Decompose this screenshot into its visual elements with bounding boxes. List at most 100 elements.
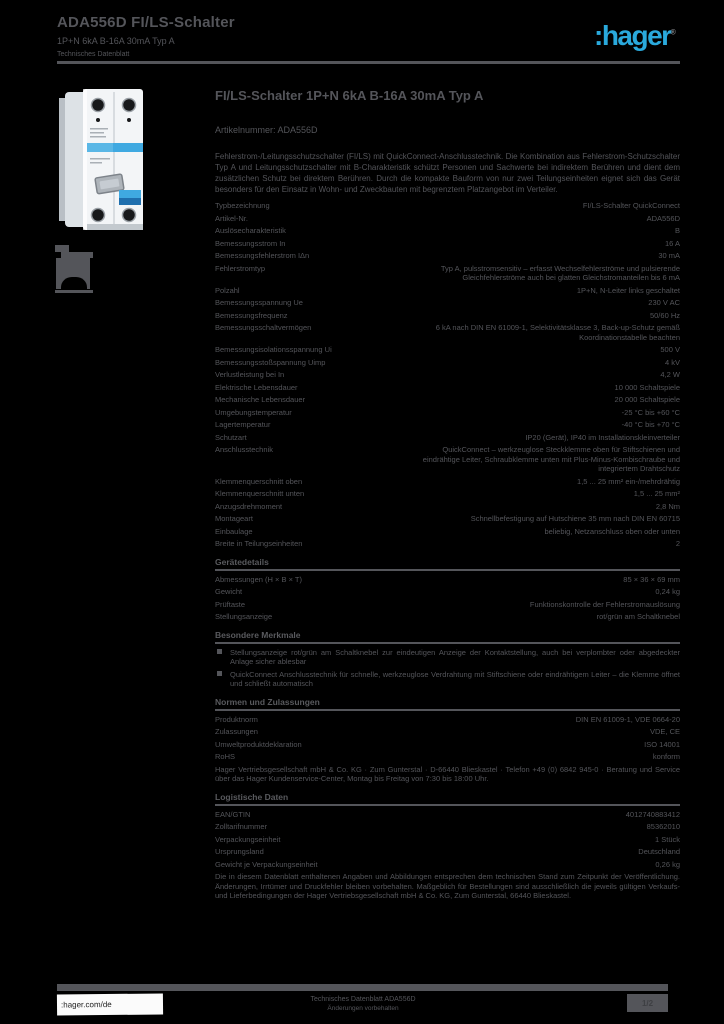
spec-row: Umweltproduktdeklaration ISO 14001	[215, 740, 680, 750]
feature-item: QuickConnect Anschlusstechnik für schnel…	[215, 670, 680, 689]
registered-mark-icon: ®	[670, 29, 676, 37]
diagram-cutout	[61, 277, 87, 301]
spec-label: Verpackungseinheit	[215, 834, 281, 844]
section-title: Normen und Zulassungen	[215, 694, 680, 711]
spec-label: Umgebungstemperatur	[215, 407, 292, 417]
spec-value: 0,24 kg	[655, 587, 680, 596]
bullet-icon	[217, 648, 222, 654]
spec-label: Schutzart	[215, 432, 247, 442]
spec-value: 2	[675, 539, 680, 548]
spec-value: 50/60 Hz	[649, 310, 680, 320]
spec-label: Bemessungsspannung Ue	[215, 298, 303, 307]
spec-value: -40 °C bis +70 °C	[621, 420, 680, 429]
footer-website-link[interactable]: :hager.com/de	[56, 993, 164, 1016]
section-title: Gerätedetails	[215, 554, 680, 571]
spec-value: 1 Stück	[654, 834, 680, 844]
spec-value: Typ A, pulsstromsensitiv – erfasst Wechs…	[440, 263, 680, 283]
spec-value: 85362010	[646, 822, 680, 831]
spec-label: Polzahl	[215, 285, 240, 295]
spec-label: Umweltproduktdeklaration	[215, 739, 302, 749]
product-description: Fehlerstrom-/Leitungsschutzschalter (FI/…	[215, 152, 680, 194]
spec-label: Stellungsanzeige	[215, 612, 273, 621]
diagram-frame	[56, 258, 90, 301]
spec-label: Produktnorm	[215, 714, 258, 724]
spec-label: Bemessungsfehlerstrom IΔn	[215, 251, 310, 260]
spec-value: 16 A	[664, 238, 680, 248]
spec-row: Bemessungsspannung Ue 230 V AC	[215, 298, 680, 308]
spec-label: EAN/GTIN	[215, 809, 251, 819]
spec-row: Verpackungseinheit 1 Stück	[215, 835, 680, 845]
spec-label: Prüftaste	[215, 599, 246, 609]
spec-label: Bemessungsstoßspannung Uimp	[215, 357, 326, 367]
spec-label: Einbaulage	[215, 526, 253, 536]
spec-value: 1,5 ... 25 mm² ein-/mehrdrähtig	[577, 476, 680, 486]
spec-row: Artikel-Nr.ADA556D	[215, 214, 680, 224]
header-doc-type: Technisches Datenblatt	[57, 51, 130, 58]
spec-value: -25 °C bis +60 °C	[621, 407, 680, 417]
spec-label: Elektrische Lebensdauer	[215, 382, 298, 392]
spec-value: QuickConnect – werkzeuglose Steckklemme …	[422, 445, 680, 473]
spec-value: 230 V AC	[648, 298, 680, 307]
spec-value: VDE, CE	[649, 727, 680, 736]
spec-table: Typbezeichnung FI/LS-Schalter QuickConnec…	[215, 201, 680, 901]
spec-value: 4012740883412	[625, 809, 680, 819]
spec-row: Typbezeichnung FI/LS-Schalter QuickConnec…	[215, 201, 680, 211]
spec-value: 1,5 ... 25 mm²	[633, 489, 680, 498]
rcbo-device-image	[59, 89, 143, 230]
footer-doc-note: Änderungen vorbehalten	[327, 1004, 399, 1012]
footer-doc-title: Technisches Datenblatt ADA556D	[310, 996, 416, 1003]
spec-label: Artikel-Nr.	[215, 213, 248, 223]
spec-row: Bemessungsfrequenz 50/60 Hz	[215, 311, 680, 321]
spec-label: Lagertemperatur	[215, 420, 271, 429]
header-product-ref: ADA556D FI/LS-Schalter	[57, 14, 235, 31]
spec-label: Typbezeichnung	[215, 201, 270, 210]
spec-value: 2,8 Nm	[655, 501, 680, 511]
spec-value: 20 000 Schaltspiele	[614, 395, 680, 404]
spec-value: rot/grün am Schaltknebel	[596, 612, 680, 621]
spec-row: Abmessungen (H × B × T)85 × 36 × 69 mm	[215, 575, 680, 585]
section-paragraph: Hager Vertriebsgesellschaft mbH & Co. KG…	[215, 764, 680, 784]
spec-value: 6 kA nach DIN EN 61009-1, Selektivitätsk…	[435, 323, 680, 342]
hager-logo: :hager®	[594, 20, 676, 51]
footer-divider-bar	[57, 984, 668, 991]
spec-label: Bemessungsisolationsspannung Ui	[215, 345, 332, 354]
spec-label: Abmessungen (H × B × T)	[215, 574, 302, 584]
diagram-top-step	[55, 245, 69, 252]
spec-value: FI/LS-Schalter QuickConnect	[582, 201, 680, 210]
dimension-diagram-icon	[55, 243, 93, 301]
main-content: FI/LS-Schalter 1P+N 6kA B-16A 30mA Typ A…	[215, 88, 680, 906]
spec-label: Verlustleistung bei In	[215, 370, 285, 379]
product-photo	[57, 88, 150, 231]
spec-row: Lagertemperatur -40 °C bis +70 °C	[215, 420, 680, 430]
spec-value: ISO 14001	[644, 739, 680, 749]
spec-value: 10 000 Schaltspiele	[614, 382, 680, 392]
spec-value: 500 V	[660, 345, 680, 354]
header-divider	[57, 61, 680, 64]
spec-value: IP20 (Gerät), IP40 im Installationsklein…	[525, 432, 680, 442]
diagram-top-bar	[61, 252, 93, 258]
footer-doc-info: Technisches Datenblatt ADA556D Änderunge…	[268, 996, 458, 1013]
spec-label: Ursprungsland	[215, 847, 264, 856]
section-title: Besondere Merkmale	[215, 627, 680, 644]
spec-value: beliebig, Netzanschluss oben oder unten	[544, 526, 680, 536]
spec-label: Bemessungsschaltvermögen	[215, 323, 312, 332]
spec-row: Einbaulage beliebig, Netzanschluss oben o…	[215, 527, 680, 537]
feature-list: Stellungsanzeige rot/grün am Schaltknebe…	[215, 648, 680, 689]
spec-row: Bemessungsisolationsspannung Ui 500 V	[215, 345, 680, 355]
spec-label: Zulassungen	[215, 727, 258, 736]
spec-label: Bemessungsfrequenz	[215, 310, 288, 320]
spec-row: Elektrische Lebensdauer 10 000 Schaltspie…	[215, 383, 680, 393]
